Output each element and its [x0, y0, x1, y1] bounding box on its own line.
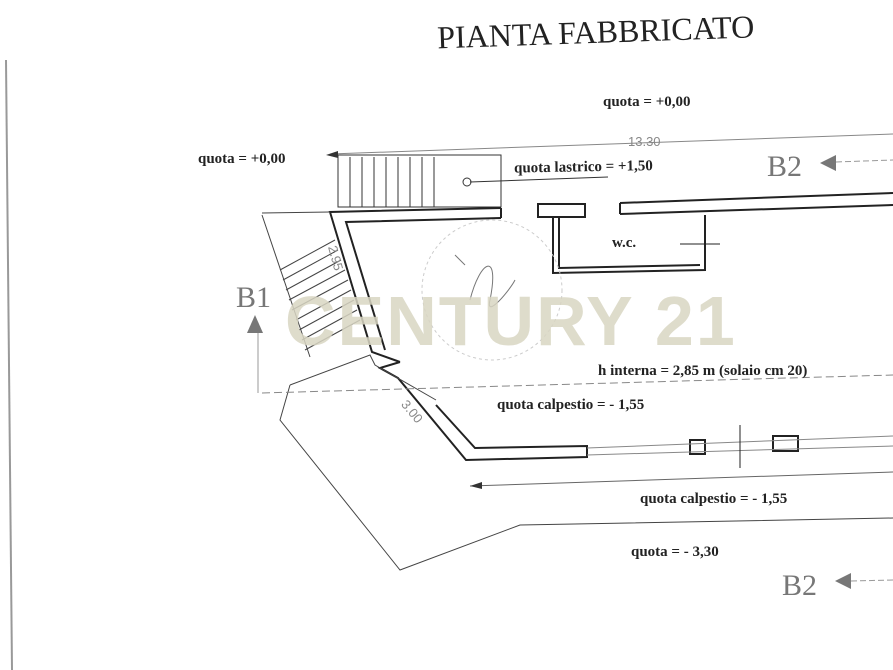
top-staircase [337, 154, 502, 208]
leader-line [469, 176, 609, 183]
dimension-line-bottom [469, 471, 893, 487]
section-b2-bottom: B2 [782, 569, 817, 602]
signature [454, 254, 516, 308]
arrow-icon [326, 151, 338, 158]
dimension-stair-left: 2.95 [325, 244, 346, 272]
dimension-line-top [329, 133, 893, 155]
section-b1: B1 [236, 281, 271, 314]
label-quota-left: quota = +0,00 [198, 151, 286, 167]
arrow-icon [470, 482, 482, 489]
dimension-diag-wall: 3.00 [398, 397, 426, 426]
section-b2-top: B2 [767, 150, 802, 183]
stamp-circle [421, 219, 563, 361]
label-quota-top: quota = +0,00 [603, 94, 691, 110]
section-line [835, 159, 893, 163]
label-quota-bottom: quota = - 3,30 [631, 544, 719, 560]
room-wc: w.c. [612, 235, 636, 251]
left-staircase [261, 211, 893, 571]
page-edge [5, 59, 13, 670]
section-line [850, 579, 893, 582]
section-arrow-icon [820, 155, 836, 171]
section-arrow-icon [835, 573, 851, 589]
dimension-top-length: 13.30 [628, 134, 661, 149]
plan-title: PIANTA FABBRICATO [437, 8, 755, 55]
label-calpestio-outer: quota calpestio = - 1,55 [640, 491, 787, 507]
label-quota-lastrico: quota lastrico = +1,50 [514, 158, 653, 176]
building-walls [328, 192, 893, 468]
marker-circle [462, 177, 472, 187]
label-h-interna: h interna = 2,85 m (solaio cm 20) [598, 363, 807, 379]
watermark: CENTURY 21 [285, 282, 737, 360]
label-calpestio-inner: quota calpestio = - 1,55 [497, 397, 644, 413]
section-arrow-icon [247, 315, 263, 333]
